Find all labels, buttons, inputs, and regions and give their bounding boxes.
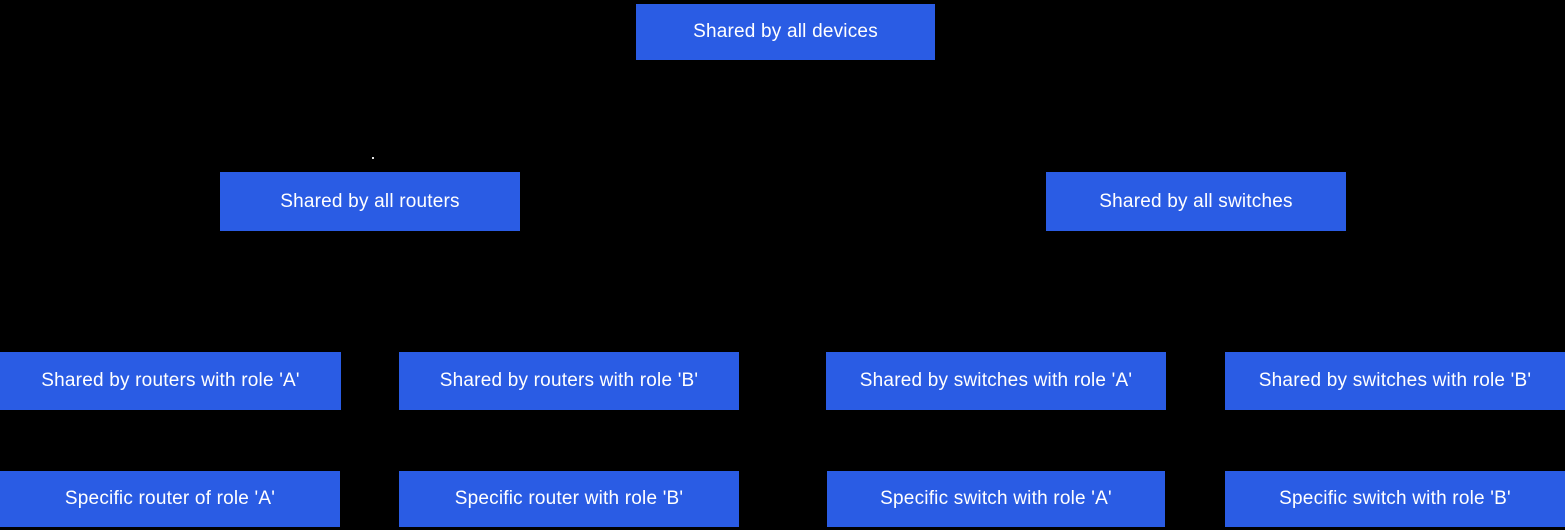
node-shared-by-all-devices: Shared by all devices [636, 4, 935, 60]
artifact-dot [372, 157, 374, 159]
node-shared-by-all-switches: Shared by all switches [1046, 172, 1346, 231]
node-shared-by-routers-role-a: Shared by routers with role 'A' [0, 352, 341, 410]
node-specific-router-role-a: Specific router of role 'A' [0, 471, 340, 527]
node-specific-switch-role-a: Specific switch with role 'A' [827, 471, 1165, 527]
node-shared-by-routers-role-b: Shared by routers with role 'B' [399, 352, 739, 410]
node-shared-by-all-routers: Shared by all routers [220, 172, 520, 231]
node-shared-by-switches-role-b: Shared by switches with role 'B' [1225, 352, 1565, 410]
node-shared-by-switches-role-a: Shared by switches with role 'A' [826, 352, 1166, 410]
node-specific-router-role-b: Specific router with role 'B' [399, 471, 739, 527]
node-specific-switch-role-b: Specific switch with role 'B' [1225, 471, 1565, 527]
